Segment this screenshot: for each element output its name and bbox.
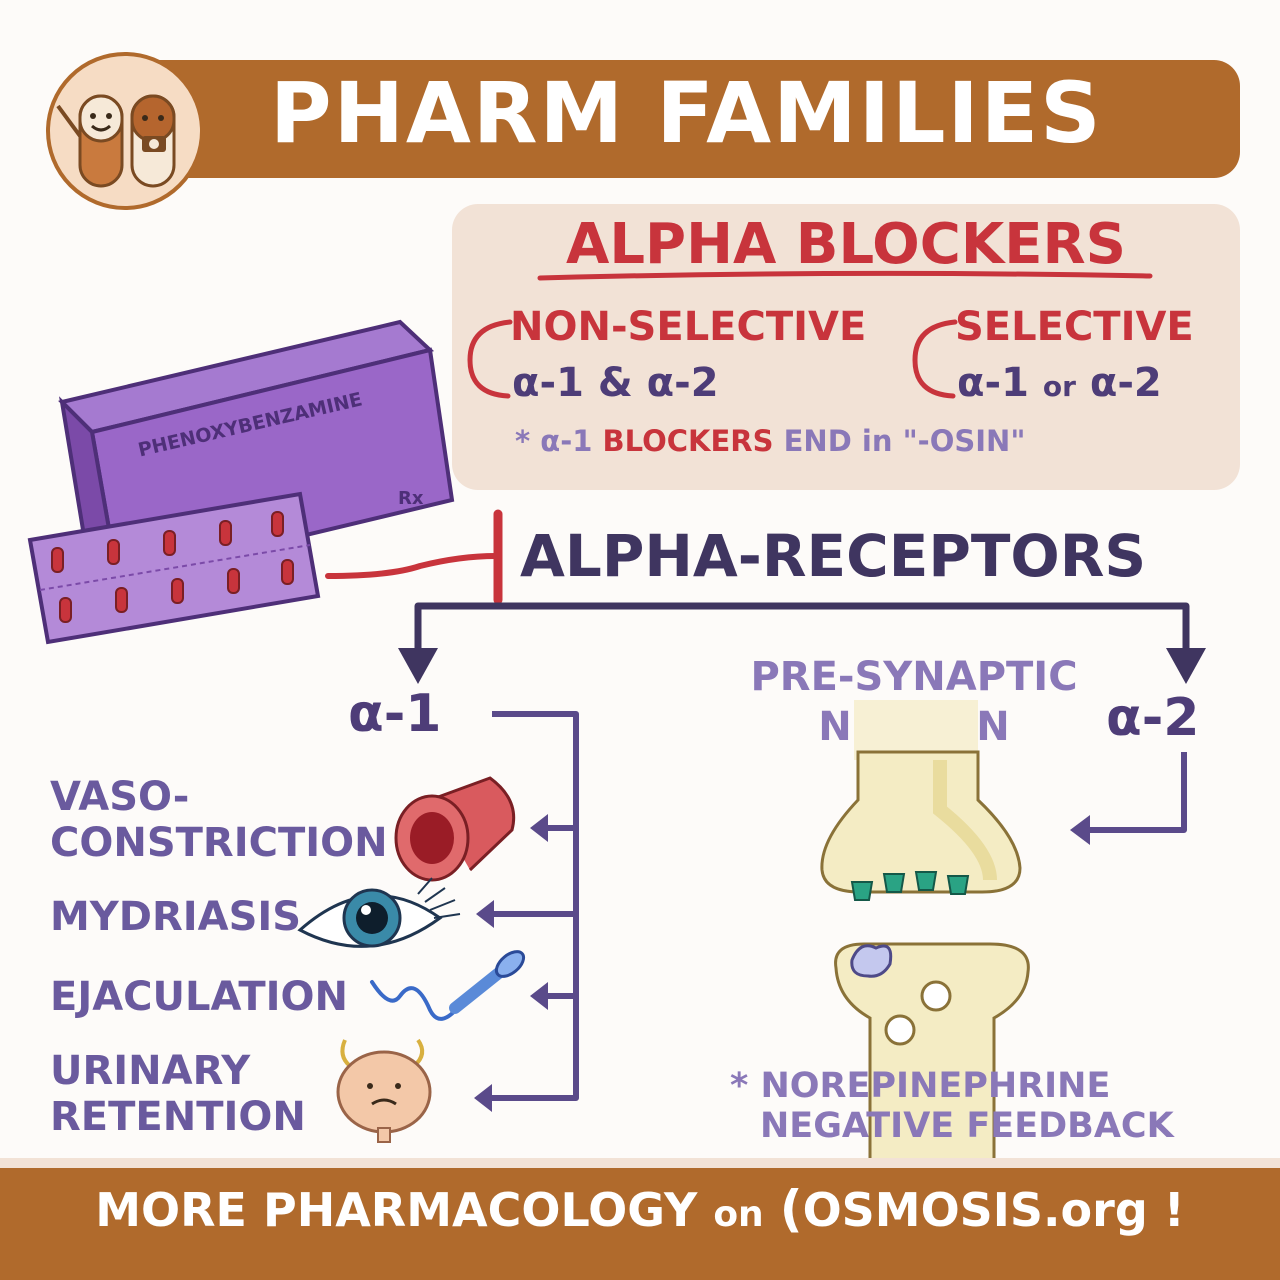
non-selective-targets: α-1 & α-2	[512, 360, 719, 406]
osin-note: * α-1 BLOCKERS END in "-OSIN"	[515, 424, 1026, 458]
effect-mydriasis: MYDRIASIS	[50, 894, 302, 940]
effect-ejaculation: EJACULATION	[50, 974, 348, 1020]
drug-box-rx: Rx	[398, 488, 424, 509]
osmosis-logo-icon: (	[779, 1180, 803, 1238]
norepinephrine-feedback-note: * NOREPINEPHRINE NEGATIVE FEEDBACK	[730, 1066, 1174, 1146]
footer-link[interactable]: MORE PHARMACOLOGY on (OSMOSIS.org !	[95, 1180, 1185, 1238]
drug-class-panel	[452, 204, 1240, 490]
category-non-selective: NON-SELECTIVE	[510, 304, 867, 350]
effect-vasoconstriction: VASO- CONSTRICTION	[50, 774, 388, 866]
alpha2-label: α-2	[1106, 688, 1200, 748]
receptors-title: ALPHA-RECEPTORS	[520, 522, 1147, 590]
selective-targets: α-1 or α-2	[957, 360, 1162, 406]
mascot-pills-illustration	[46, 52, 204, 210]
footer-banner	[0, 1168, 1280, 1280]
category-selective: SELECTIVE	[955, 304, 1194, 350]
page-title: PHARM FAMILIES	[270, 64, 1103, 162]
footer-strip	[0, 1158, 1280, 1168]
header-banner	[150, 60, 1240, 178]
effect-urinary-retention: URINARY RETENTION	[50, 1048, 306, 1140]
drug-class-title: ALPHA BLOCKERS	[566, 212, 1126, 277]
alpha1-label: α-1	[348, 684, 442, 744]
